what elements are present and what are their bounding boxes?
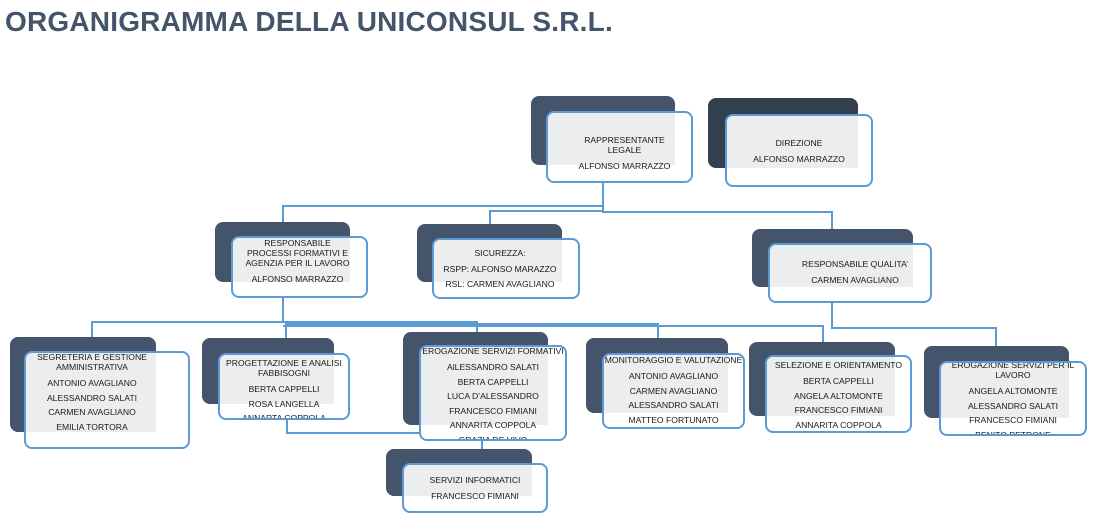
node-member: CARMEN AVAGLIANO [811, 275, 899, 285]
node-title: SEGRETERIA E GESTIONE AMMINISTRATIVA [37, 352, 149, 372]
progettazione-node: PROGETTAZIONE E ANALISI FABBISOGNI BERTA … [218, 353, 350, 420]
page-title: ORGANIGRAMMA DELLA UNICONSUL S.R.L. [5, 6, 613, 37]
rappresentante-legale-node: RAPPRESENTANTE LEGALE ALFONSO MARRAZZO [546, 111, 693, 183]
node-member: CARMEN AVAGLIANO [629, 385, 718, 396]
node-member: FRANCESCO FIMIANI [449, 405, 537, 416]
node-member: BENITO PETRONE [975, 429, 1051, 436]
node-title: SERVIZI INFORMATICI [429, 475, 521, 485]
segreteria-node: SEGRETERIA E GESTIONE AMMINISTRATIVA ANTO… [24, 351, 190, 449]
node-member: EMILIA TORTORA [56, 421, 128, 432]
node-member: ANNARITA COPPOLA [449, 420, 537, 430]
node-fill [220, 355, 334, 404]
node-member: AlLESSANDRO SALATI [446, 362, 539, 372]
node-member: FRANCESCO FIMIANI [969, 415, 1057, 425]
node-fill [404, 465, 532, 496]
node-member: ALESSANDRO SALATI [628, 400, 719, 410]
node-member: FRANCESCO FIMIANI [431, 491, 519, 501]
node-title: SELEZIONE E ORIENTAMENTO [774, 360, 903, 370]
node-member: MATTEO FORTUNATO [628, 414, 719, 425]
connector [282, 183, 833, 243]
connector [91, 298, 824, 353]
node-member: ANGELA ALTOMONTE [794, 390, 883, 401]
node-fill [727, 116, 858, 168]
erogazione-lavoro-node: EROGAZIONE SERVIZI PER IL LAVORO ANGELA A… [939, 361, 1087, 436]
node-member: ANNARTA COPPOLA [242, 413, 326, 420]
connector [286, 420, 419, 434]
node-fill [767, 357, 895, 416]
node-member: BERTA CAPPELLI [457, 376, 529, 387]
node-fill [941, 363, 1069, 418]
node-member: ALFONSO MARRAZZO [578, 161, 671, 171]
node-fill [770, 245, 913, 287]
node-member: FRANCESCO FIMIANI [794, 405, 883, 415]
selezione-node: SELEZIONE E ORIENTAMENTO BERTA CAPPELLI AN… [765, 355, 912, 433]
node-fill [421, 347, 548, 425]
node-member: GRAZIA DE VIVO [458, 434, 528, 441]
responsabile-qualita-node: RESPONSABILE QUALITA’ CARMEN AVAGLIANO [768, 243, 932, 303]
node-member: RSPP: ALFONSO MARAZZO [443, 264, 557, 274]
servizi-informatici-node: SERVIZI INFORMATICI FRANCESCO FIMIANI [402, 463, 548, 513]
responsabile-processi-node: RESPONSABILE PROCESSI FORMATIVI E AGENZI… [231, 236, 368, 298]
node-title: PROGETTAZIONE E ANALISI FABBISOGNI [226, 358, 345, 378]
node-member: LUCA D’ALESSANDRO [447, 391, 539, 401]
node-member: ANTONIO AVAGLIANO [47, 378, 137, 388]
node-title: RAPPRESENTANTE LEGALE [584, 135, 668, 155]
node-fill [233, 238, 350, 282]
node-title: RESPONSABILE PROCESSI FORMATIVI E AGENZI… [245, 238, 350, 268]
node-member: ROSA LANGELLA [248, 398, 320, 409]
node-title: SICUREZZA: [474, 248, 526, 258]
node-member: RSL: CARMEN AVAGLIANO [445, 278, 555, 289]
node-fill [548, 113, 675, 165]
node-member: ANNARITA COPPOLA [795, 419, 882, 430]
node-member: ALESSANDRO SALATI [967, 400, 1059, 411]
node-member: ANGELA ALTOMONTE [968, 386, 1058, 396]
monitoraggio-node: MONITORAGGIO E VALUTAZIONE ANTONIO AVAGLI… [602, 353, 745, 429]
node-title: RESPONSABILE QUALITA’ [801, 259, 909, 269]
node-fill [434, 240, 562, 282]
node-fill [604, 355, 728, 413]
node-member: BERTA CAPPELLI [803, 376, 874, 386]
node-member: BERTA CAPPELLI [248, 384, 320, 394]
node-title: MONITORAGGIO E VALUTAZIONE [604, 355, 743, 365]
node-member: CARMEN AVAGLIANO [48, 407, 136, 417]
connector [831, 303, 997, 346]
node-member: ALFONSO MARRAZZO [251, 274, 344, 284]
node-member: ALESSANDRO SALATI [46, 392, 138, 403]
node-member: ALFONSO MARRAZZO [753, 154, 845, 164]
node-fill [26, 353, 156, 432]
node-title: DIREZIONE [775, 138, 823, 148]
sicurezza-node: SICUREZZA: RSPP: ALFONSO MARAZZO RSL: CARM… [432, 238, 580, 299]
erogazione-formativi-node: EROGAZIONE SERVIZI FORMATIVI AlLESSANDRO … [419, 345, 567, 441]
node-title: EROGAZIONE SERVIZI PER IL LAVORO [951, 361, 1077, 380]
node-title: EROGAZIONE SERVIZI FORMATIVI [422, 346, 564, 356]
node-member: ANTONIO AVAGLIANO [628, 371, 719, 381]
direzione-node: DIREZIONE ALFONSO MARRAZZO [725, 114, 873, 187]
